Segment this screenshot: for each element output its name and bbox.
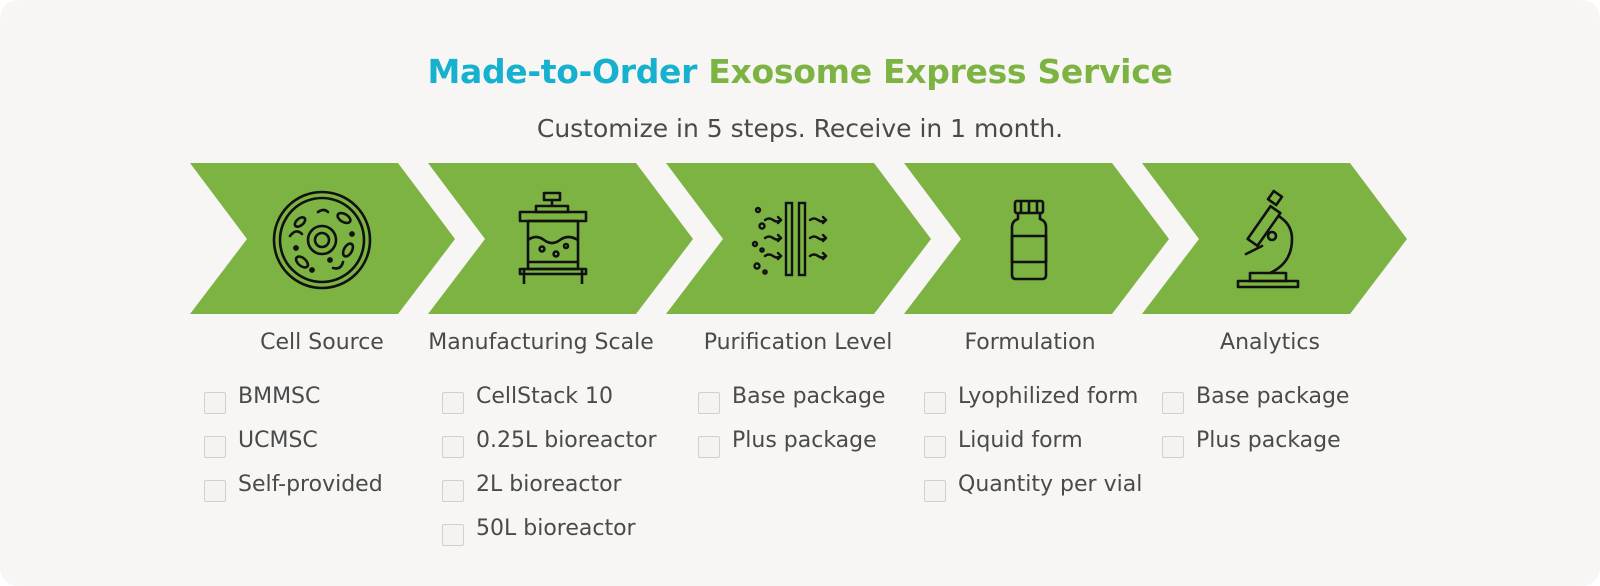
- option-label: Plus package: [1196, 428, 1341, 453]
- option-label: Quantity per vial: [958, 472, 1143, 497]
- option-label: Lyophilized form: [958, 384, 1139, 409]
- option-label: Plus package: [732, 428, 877, 453]
- checkbox[interactable]: [924, 436, 946, 458]
- checkbox[interactable]: [442, 524, 464, 546]
- step-label-analytics: Analytics: [1220, 330, 1320, 355]
- page-title: Made-to-Order Exosome Express Service: [0, 52, 1600, 91]
- step-label-cell-source: Cell Source: [260, 330, 384, 355]
- checkbox[interactable]: [204, 480, 226, 502]
- option-label: 0.25L bioreactor: [476, 428, 657, 453]
- step-label-formulation: Formulation: [964, 330, 1096, 355]
- checkbox[interactable]: [1162, 392, 1184, 414]
- title-part-1: Made-to-Order: [427, 52, 698, 91]
- page-subtitle: Customize in 5 steps. Receive in 1 month…: [536, 114, 1064, 143]
- checkbox[interactable]: [924, 392, 946, 414]
- option-label: BMMSC: [238, 384, 321, 409]
- checkbox[interactable]: [204, 392, 226, 414]
- step-4-chevron: [904, 163, 1169, 314]
- option-label: Self-provided: [238, 472, 383, 497]
- checkbox[interactable]: [924, 480, 946, 502]
- checkbox[interactable]: [698, 392, 720, 414]
- option-label: UCMSC: [238, 428, 318, 453]
- checkbox[interactable]: [442, 480, 464, 502]
- microscope-icon: [1236, 189, 1300, 289]
- option-label: Base package: [732, 384, 886, 409]
- option-label: CellStack 10: [476, 384, 614, 409]
- step-1-chevron: [190, 163, 455, 314]
- checkbox[interactable]: [442, 436, 464, 458]
- checkbox[interactable]: [1162, 436, 1184, 458]
- title-part-2: Exosome Express Service: [708, 52, 1173, 91]
- option-label: Base package: [1196, 384, 1350, 409]
- vial-icon: [1010, 199, 1048, 281]
- cell-icon: [272, 190, 372, 290]
- checkbox[interactable]: [204, 436, 226, 458]
- option-label: Liquid form: [958, 428, 1083, 453]
- checkbox[interactable]: [442, 392, 464, 414]
- option-label: 2L bioreactor: [476, 472, 622, 497]
- step-label-purification-level: Purification Level: [703, 330, 893, 355]
- option-label: 50L bioreactor: [476, 516, 636, 541]
- filtration-icon: [751, 201, 828, 277]
- bioreactor-icon: [518, 191, 588, 284]
- step-label-manufacturing-scale: Manufacturing Scale: [428, 330, 654, 355]
- checkbox[interactable]: [698, 436, 720, 458]
